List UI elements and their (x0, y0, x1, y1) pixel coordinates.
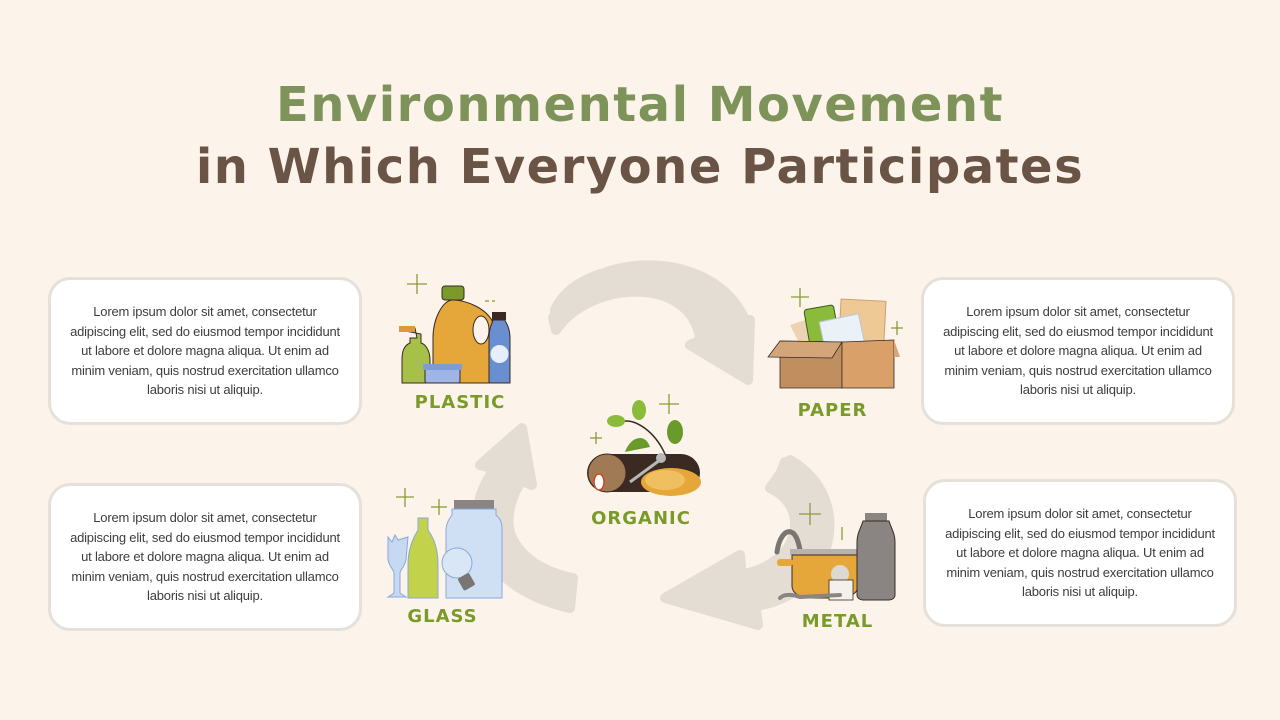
description-card-bottom-right: Lorem ipsum dolor sit amet, consectetur … (923, 479, 1237, 627)
card-text: Lorem ipsum dolor sit amet, consectetur … (943, 304, 1213, 398)
card-text: Lorem ipsum dolor sit amet, consectetur … (945, 506, 1215, 600)
title-line-2: in Which Everyone Participates (195, 139, 1085, 195)
category-label-plastic: PLASTIC (414, 392, 506, 413)
paper-box-icon (767, 288, 903, 389)
category-metal: METAL (765, 500, 910, 632)
organic-waste-icon (587, 394, 701, 496)
description-card-top-left: Lorem ipsum dolor sit amet, consectetur … (48, 277, 362, 425)
category-plastic: PLASTIC (385, 268, 535, 413)
glass-jars-icon (386, 488, 503, 599)
card-text: Lorem ipsum dolor sit amet, consectetur … (70, 304, 340, 398)
category-label-glass: GLASS (407, 606, 478, 627)
title-line-1: Environmental Movement (275, 77, 1005, 133)
metal-pot-icon (774, 503, 896, 601)
plastic-bottles-icon (399, 274, 511, 384)
category-organic: ORGANIC (575, 392, 707, 529)
category-label-paper: PAPER (797, 400, 868, 421)
category-glass: GLASS (380, 485, 505, 627)
category-label-metal: METAL (801, 611, 874, 632)
description-card-top-right: Lorem ipsum dolor sit amet, consectetur … (921, 277, 1235, 425)
description-card-bottom-left: Lorem ipsum dolor sit amet, consectetur … (48, 483, 362, 631)
card-text: Lorem ipsum dolor sit amet, consectetur … (70, 510, 340, 604)
page-title: Environmental Movement in Which Everyone… (0, 74, 1280, 198)
category-paper: PAPER (760, 285, 905, 421)
category-label-organic: ORGANIC (591, 508, 691, 529)
